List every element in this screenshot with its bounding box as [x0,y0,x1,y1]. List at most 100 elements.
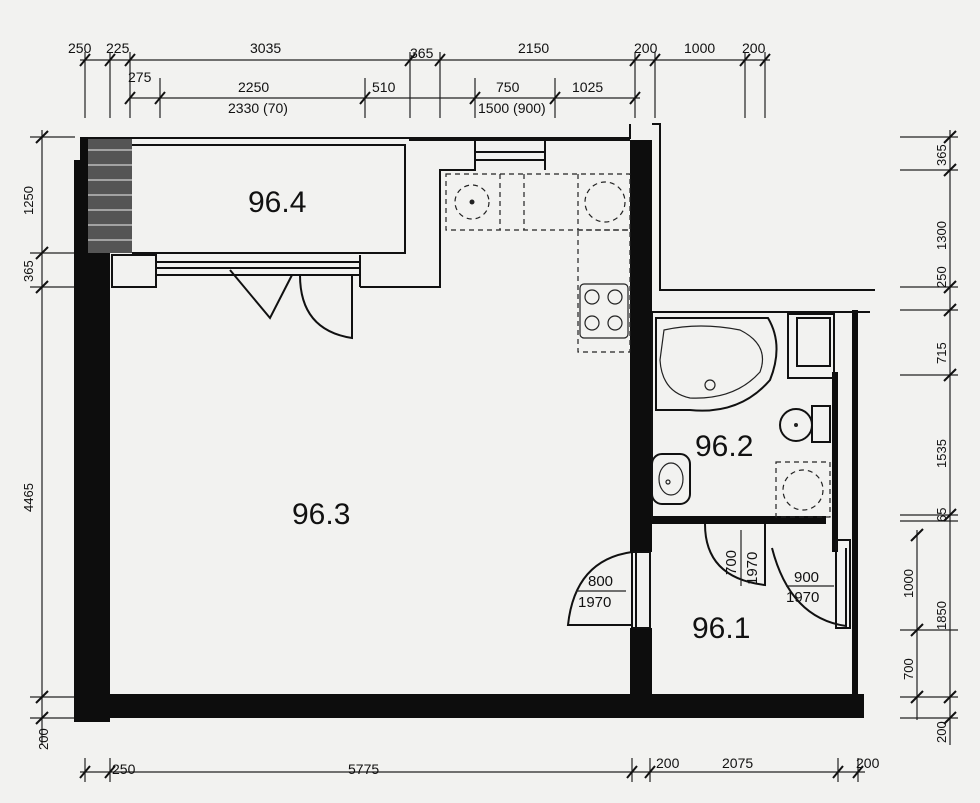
hatch-pattern [88,149,132,241]
dim-top-200a: 200 [634,40,658,56]
bathroom-fixtures [651,313,835,518]
washbasin-bowl [658,462,684,496]
dim-right-65: 65 [934,508,949,522]
stove-counter [577,229,631,353]
door-swing-900 [771,547,847,628]
loggia-partition [111,254,157,288]
stove-burner-1 [584,289,600,305]
dim-left-365: 365 [21,260,36,282]
dim-top-1025: 1025 [572,79,603,95]
door-label-700-height: 1970 [744,552,761,585]
wall-wc-right [832,372,838,552]
toilet-center [794,423,798,427]
dim-bottom-5775: 5775 [348,761,379,777]
wall-left-outer [74,160,110,722]
wall-central-lower [630,628,652,698]
dim-bottom-250: 250 [112,761,136,777]
left-dimension-chain: 1250 365 4465 200 [21,130,75,750]
dim-right-250: 250 [934,266,949,288]
room-label-bathroom: 96.2 [695,430,753,463]
door-label-900-height: 1970 [786,589,819,606]
stove-burner-2 [607,289,623,305]
room-label-main: 96.3 [292,498,350,531]
dim-left-4465: 4465 [21,483,36,512]
loggia-door-swing-left [229,269,293,320]
door-frame-800 [631,551,651,629]
door-label-700-width: 700 [723,550,740,575]
wall-bottom [74,694,864,718]
sink-icon [454,184,490,220]
dim-right-1535: 1535 [934,439,949,468]
dim-bottom-2075: 2075 [722,755,753,771]
dim-top-225: 225 [106,40,130,56]
bathtub-drain-icon [704,379,716,391]
dim-bottom-200a: 200 [656,755,680,771]
dim-top-1500: 1500 (900) [478,100,546,116]
dim-top-2250: 2250 [238,79,269,95]
appliance-circle-icon [584,181,626,223]
stove-burner-4 [607,315,623,331]
top-dimension-chain: 250 225 3035 365 2150 200 1000 200 275 2… [68,40,771,118]
stove-burner-3 [584,315,600,331]
stove-icon [579,283,629,339]
dim-right-1850: 1850 [934,601,949,630]
dim-left-200: 200 [36,728,51,750]
dim-right-inner-700: 700 [901,658,916,680]
door-label-900-width: 900 [794,569,819,586]
door-frame-900 [835,539,851,629]
dim-top-510: 510 [372,79,396,95]
door-label-800-height: 1970 [578,594,611,611]
dim-bottom-200b: 200 [856,755,880,771]
doors [566,523,851,629]
dim-right-365: 365 [934,144,949,166]
bathtub-inner [659,325,764,399]
outline-loggia [132,144,406,254]
room-label-loggia: 96.4 [248,186,306,219]
wall-bath-divider [648,516,826,524]
bathtub-icon [655,317,778,412]
dim-top-1000: 1000 [684,40,715,56]
outline-top [88,124,631,139]
dim-right-200: 200 [934,721,949,743]
dim-left-1250: 1250 [21,186,36,215]
dim-right-1300: 1300 [934,221,949,250]
laundry-area [775,461,831,518]
outline-right [652,123,875,291]
dim-top-200b: 200 [742,40,766,56]
dim-top-250: 250 [68,40,92,56]
loggia-door-swing-right [299,274,353,340]
dim-top-2150: 2150 [518,40,549,56]
toilet-tank-icon [811,405,831,443]
wall-right-lower [852,310,858,700]
dim-top-3035: 3035 [250,40,281,56]
washer-icon [796,317,831,367]
door-label-800-width: 800 [588,573,613,590]
right-dimension-chain: 365 1300 250 715 1535 65 1850 200 1000 7… [900,130,958,745]
outline-kitchen [360,138,476,288]
laundry-circle-icon [782,469,824,511]
washbasin-icon [651,453,691,505]
wall-central [630,140,652,552]
dim-top-2330: 2330 (70) [228,100,288,116]
outline-window-top [475,139,546,170]
door-labels: 800 1970 700 1970 900 1970 [576,530,834,611]
walls [74,123,875,722]
loggia-doors [229,269,353,340]
kitchen-fixtures [445,173,631,353]
room-labels: 96.4 96.3 96.2 96.1 [248,186,753,645]
dim-right-inner-1000: 1000 [901,569,916,598]
washer-box [787,313,835,379]
sink-drain-icon [469,199,475,205]
door-swing-800 [566,551,633,626]
wall-left-top [80,137,88,163]
dim-top-365: 365 [410,45,434,61]
dim-top-275: 275 [128,69,152,85]
door-swing-700 [704,523,766,587]
room-label-hallway: 96.1 [692,612,750,645]
washbasin-drain [665,479,671,485]
dim-top-750: 750 [496,79,520,95]
kitchen-counter [445,173,631,231]
bottom-dimension-chain: 250 5775 200 2075 200 [79,755,880,782]
dim-right-715: 715 [934,342,949,364]
